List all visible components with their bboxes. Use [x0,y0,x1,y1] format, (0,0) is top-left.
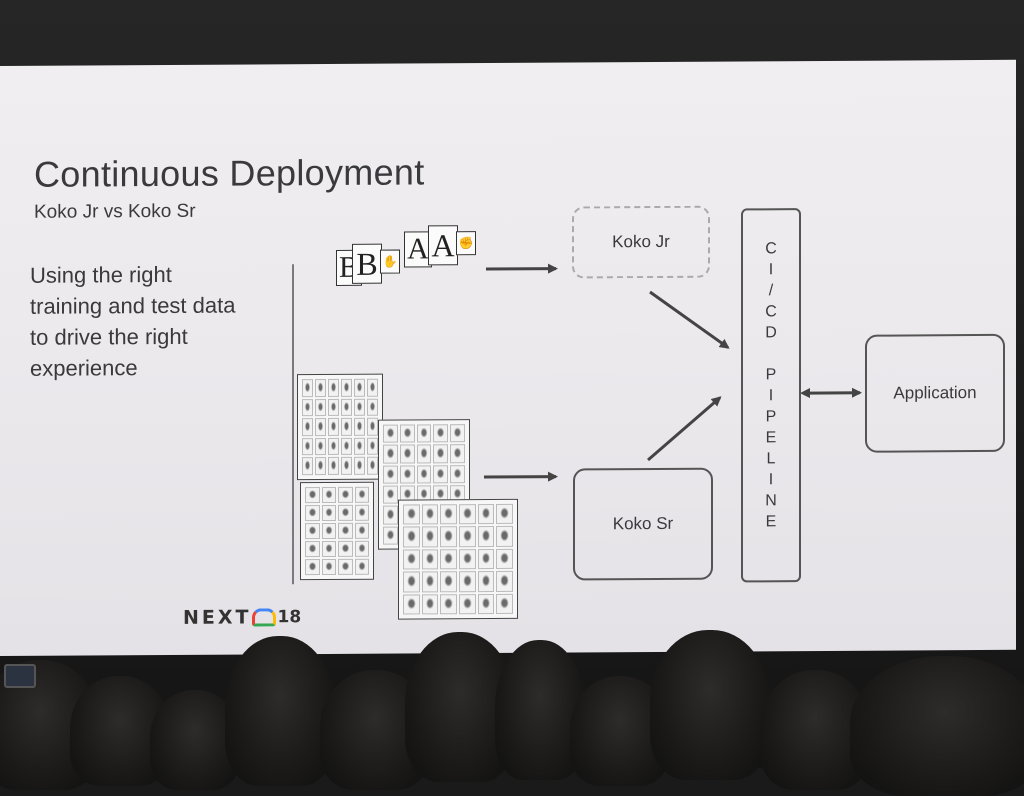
google-cloud-icon [252,608,276,626]
audience-head [225,636,335,786]
projected-slide: Continuous Deployment Koko Jr vs Koko Sr… [0,60,1016,656]
arrow-koko-sr-to-pipeline [648,398,720,460]
logo-text-right: 18 [278,607,302,627]
phone-screen [4,664,36,688]
diagram-arrows [0,60,1016,656]
arrow-koko-jr-to-pipeline [650,292,728,348]
audience-head [650,630,770,780]
conference-hall: Continuous Deployment Koko Jr vs Koko Sr… [0,0,1024,768]
audience-silhouettes [0,640,1024,768]
next-18-logo: NEXT 18 [183,606,301,629]
audience-head [850,656,1024,796]
logo-text-left: NEXT [183,606,252,628]
